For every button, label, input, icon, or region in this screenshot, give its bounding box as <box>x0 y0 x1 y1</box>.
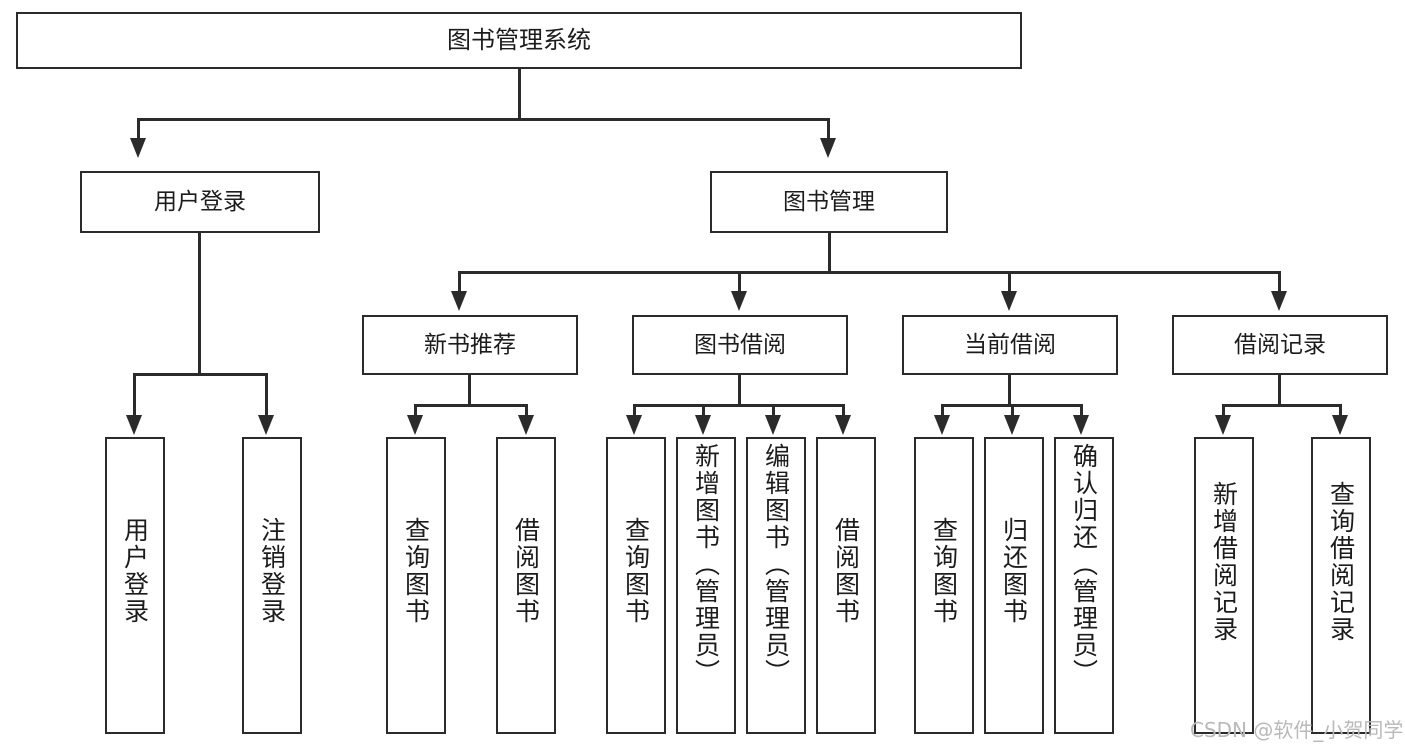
connector-user-login-drop-1 <box>133 373 136 418</box>
connector-bb-drop-4 <box>842 404 845 418</box>
arrow-to-current-borrow <box>1001 291 1017 311</box>
connector-root-stem <box>518 69 521 119</box>
node-label: 确认归还（管理员） <box>1069 443 1099 686</box>
connector-user-login-stem <box>198 233 201 375</box>
connector-br-stem <box>1278 375 1281 406</box>
connector-bb-stem <box>738 375 741 406</box>
connector-cb-stem <box>1008 375 1011 406</box>
connector-level2-drop-left <box>137 118 140 140</box>
connector-bb-drop-1 <box>633 404 636 418</box>
leaf-bb-query-book[interactable]: 查询图书 <box>606 437 666 734</box>
node-label: 归还图书 <box>999 517 1029 625</box>
node-label: 当前借阅 <box>964 331 1056 358</box>
connector-cb-drop-2 <box>1011 404 1014 418</box>
node-label: 新增图书（管理员） <box>691 443 721 686</box>
arrow-to-borrow-record <box>1271 291 1287 311</box>
arrow-to-book-manage <box>820 138 836 158</box>
connector-br-bus <box>1222 404 1342 407</box>
node-new-book-recommend[interactable]: 新书推荐 <box>362 315 578 375</box>
node-label: 图书管理 <box>783 188 875 215</box>
leaf-br-add-record[interactable]: 新增借阅记录 <box>1194 437 1254 734</box>
connector-level3-drop-1 <box>458 271 461 293</box>
arrow-to-leaf-br-add-record <box>1215 415 1231 435</box>
node-label: 查询图书 <box>929 517 959 625</box>
leaf-bb-borrow-book[interactable]: 借阅图书 <box>816 437 876 734</box>
node-label: 借阅记录 <box>1234 331 1326 358</box>
node-label: 用户登录 <box>120 517 150 625</box>
node-label: 用户登录 <box>154 188 246 215</box>
node-borrow-record[interactable]: 借阅记录 <box>1172 315 1388 375</box>
node-label: 查询图书 <box>401 517 431 625</box>
arrow-to-leaf-logout <box>258 415 274 435</box>
leaf-cb-return-book[interactable]: 归还图书 <box>984 437 1044 734</box>
node-root-system[interactable]: 图书管理系统 <box>16 12 1022 69</box>
node-label: 图书管理系统 <box>447 25 591 54</box>
arrow-to-leaf-br-query-record <box>1332 415 1348 435</box>
node-label: 借阅图书 <box>511 517 541 625</box>
leaf-cb-query-book[interactable]: 查询图书 <box>914 437 974 734</box>
arrow-to-user-login <box>130 138 146 158</box>
node-user-login[interactable]: 用户登录 <box>80 171 320 233</box>
arrow-to-leaf-bb-query-book <box>626 415 642 435</box>
node-label: 编辑图书（管理员） <box>761 443 791 686</box>
connector-bb-drop-3 <box>772 404 775 418</box>
connector-nbr-stem <box>468 375 471 406</box>
connector-bb-bus <box>633 404 845 407</box>
leaf-nbr-query-book[interactable]: 查询图书 <box>386 437 446 734</box>
node-label: 查询图书 <box>621 517 651 625</box>
node-label: 注销登录 <box>257 517 287 625</box>
leaf-user-login[interactable]: 用户登录 <box>105 437 165 734</box>
node-label: 图书借阅 <box>694 331 786 358</box>
connector-nbr-bus <box>414 404 528 407</box>
arrow-to-leaf-cb-return-book <box>1004 415 1020 435</box>
leaf-bb-edit-book[interactable]: 编辑图书（管理员） <box>746 437 806 734</box>
arrow-to-leaf-user-login <box>126 415 142 435</box>
connector-book-manage-stem <box>828 233 831 273</box>
arrow-to-leaf-cb-confirm-return <box>1073 415 1089 435</box>
connector-level3-drop-2 <box>738 271 741 293</box>
arrow-to-leaf-bb-edit-book <box>765 415 781 435</box>
connector-level3-drop-3 <box>1008 271 1011 293</box>
leaf-bb-add-book[interactable]: 新增图书（管理员） <box>676 437 736 734</box>
node-label: 查询借阅记录 <box>1326 481 1356 643</box>
connector-level2-drop-right <box>827 118 830 140</box>
arrow-to-book-borrow <box>731 291 747 311</box>
arrow-to-leaf-cb-query-book <box>934 415 950 435</box>
leaf-cb-confirm-return[interactable]: 确认归还（管理员） <box>1054 437 1114 734</box>
node-label: 新增借阅记录 <box>1209 481 1239 643</box>
connector-user-login-bus <box>133 373 268 376</box>
connector-cb-drop-1 <box>941 404 944 418</box>
leaf-br-query-record[interactable]: 查询借阅记录 <box>1311 437 1371 734</box>
connector-level3-drop-4 <box>1278 271 1281 293</box>
arrow-to-leaf-bb-add-book <box>695 415 711 435</box>
arrow-to-leaf-nbr-borrow-book <box>518 415 534 435</box>
connector-user-login-drop-2 <box>265 373 268 418</box>
arrow-to-new-book-recommend <box>451 291 467 311</box>
node-label: 新书推荐 <box>424 331 516 358</box>
connector-br-drop-2 <box>1339 404 1342 418</box>
node-label: 借阅图书 <box>831 517 861 625</box>
arrow-to-leaf-nbr-query-book <box>407 415 423 435</box>
connector-level3-bus <box>458 271 1281 274</box>
connector-cb-drop-3 <box>1080 404 1083 418</box>
connector-bb-drop-2 <box>702 404 705 418</box>
connector-level2-bus <box>137 118 830 121</box>
arrow-to-leaf-bb-borrow-book <box>835 415 851 435</box>
connector-nbr-drop-1 <box>414 404 417 418</box>
leaf-logout[interactable]: 注销登录 <box>242 437 302 734</box>
leaf-nbr-borrow-book[interactable]: 借阅图书 <box>496 437 556 734</box>
node-book-borrow[interactable]: 图书借阅 <box>632 315 848 375</box>
connector-br-drop-1 <box>1222 404 1225 418</box>
node-current-borrow[interactable]: 当前借阅 <box>902 315 1118 375</box>
connector-nbr-drop-2 <box>525 404 528 418</box>
node-book-manage[interactable]: 图书管理 <box>710 171 948 233</box>
